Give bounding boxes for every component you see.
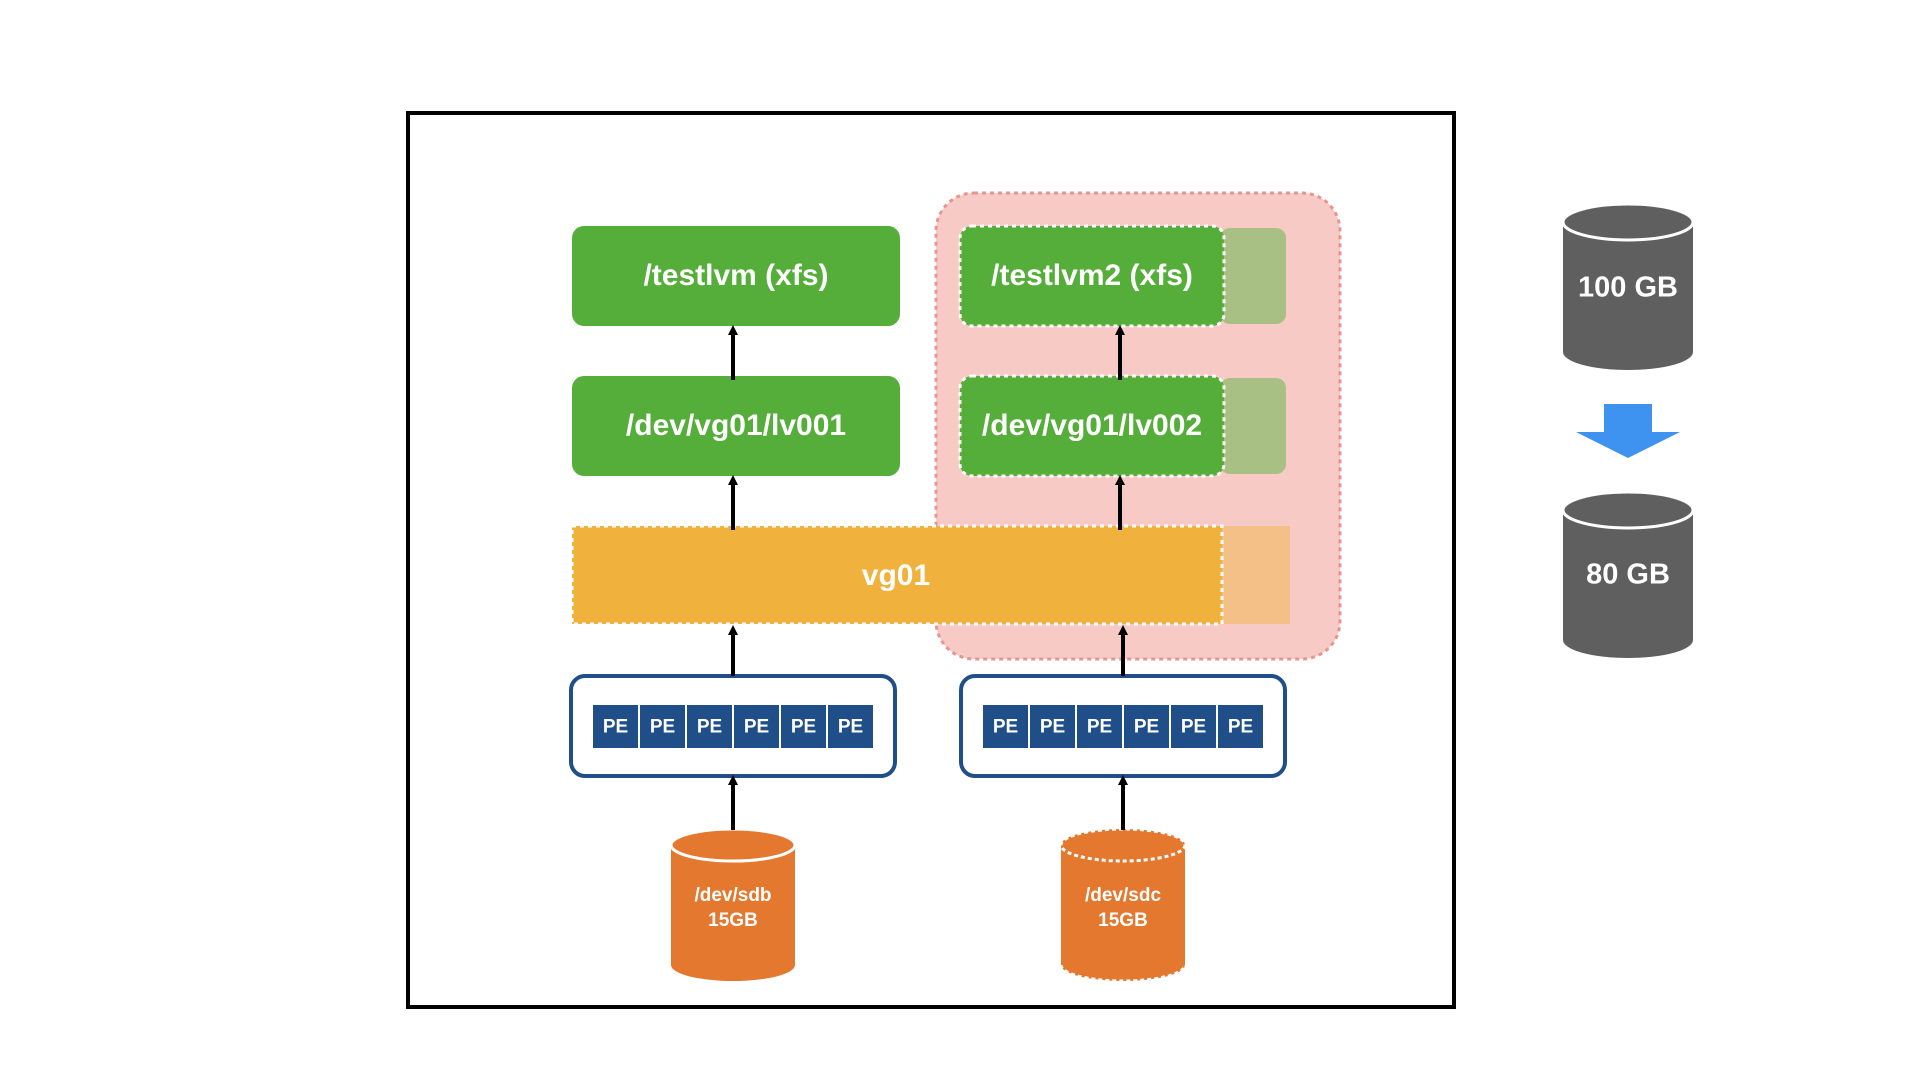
volume-group-label: vg01 xyxy=(862,559,930,592)
fs-right-removed-space xyxy=(1220,228,1286,324)
disk-sdc: /dev/sdc 15GB xyxy=(1059,827,1187,983)
pe-cell-right xyxy=(1077,705,1122,748)
filesystem-testlvm-label: /testlvm (xfs) xyxy=(643,259,828,292)
disk-sdc-size: 15GB xyxy=(1098,910,1148,931)
size-after-label: 80 GB xyxy=(1586,559,1670,591)
logical-volume-lv002-label: /dev/vg01/lv002 xyxy=(982,409,1202,442)
size-before-label: 100 GB xyxy=(1578,272,1678,304)
disk-sdb-size: 15GB xyxy=(708,910,758,931)
logical-volume-lv002: /dev/vg01/lv002 xyxy=(958,374,1226,478)
volume-group-vg01: vg01 xyxy=(570,524,1224,626)
pe-label-right: PE xyxy=(993,717,1018,738)
pe-cell-left xyxy=(781,705,826,748)
pe-label-right: PE xyxy=(1134,717,1159,738)
pe-label-left: PE xyxy=(650,717,675,738)
cylinder-before: 100 GB xyxy=(1561,202,1695,370)
pe-row-right: PE PE PE PE PE PE xyxy=(983,705,1263,748)
pe-label-right: PE xyxy=(1228,717,1253,738)
pe-label-left: PE xyxy=(697,717,722,738)
pe-cell-right xyxy=(1171,705,1216,748)
logical-volume-lv001-label: /dev/vg01/lv001 xyxy=(626,409,846,442)
pe-cell-left xyxy=(734,705,779,748)
logical-volume-lv001: /dev/vg01/lv001 xyxy=(572,376,900,476)
filesystem-testlvm2-label: /testlvm2 (xfs) xyxy=(991,259,1193,292)
pe-cell-left xyxy=(593,705,638,748)
pe-label-left: PE xyxy=(791,717,816,738)
filesystem-testlvm2: /testlvm2 (xfs) xyxy=(958,224,1226,328)
pe-label-right: PE xyxy=(1040,717,1065,738)
disk-sdb: /dev/sdb 15GB xyxy=(669,827,797,981)
filesystem-testlvm: /testlvm (xfs) xyxy=(572,226,900,326)
pe-cell-right xyxy=(1030,705,1075,748)
pe-label-left: PE xyxy=(838,717,863,738)
pe-cell-right xyxy=(1124,705,1169,748)
pe-cell-right xyxy=(983,705,1028,748)
pe-cell-left xyxy=(640,705,685,748)
pe-label-left: PE xyxy=(603,717,628,738)
pe-label-right: PE xyxy=(1181,717,1206,738)
pe-label-left: PE xyxy=(744,717,769,738)
cylinder-after: 80 GB xyxy=(1561,490,1695,658)
pe-cell-left xyxy=(828,705,873,748)
pe-row-left: PE PE PE PE PE PE xyxy=(593,705,873,748)
shrink-arrow-icon xyxy=(1576,404,1680,458)
vg-removed-space xyxy=(1218,526,1290,624)
pe-cell-left xyxy=(687,705,732,748)
pe-cell-right xyxy=(1218,705,1263,748)
pe-label-right: PE xyxy=(1087,717,1112,738)
lv-right-removed-space xyxy=(1220,378,1286,474)
flow-arrows xyxy=(728,325,1128,830)
disk-sdc-name: /dev/sdc xyxy=(1085,885,1161,906)
disk-sdb-name: /dev/sdb xyxy=(694,885,771,906)
